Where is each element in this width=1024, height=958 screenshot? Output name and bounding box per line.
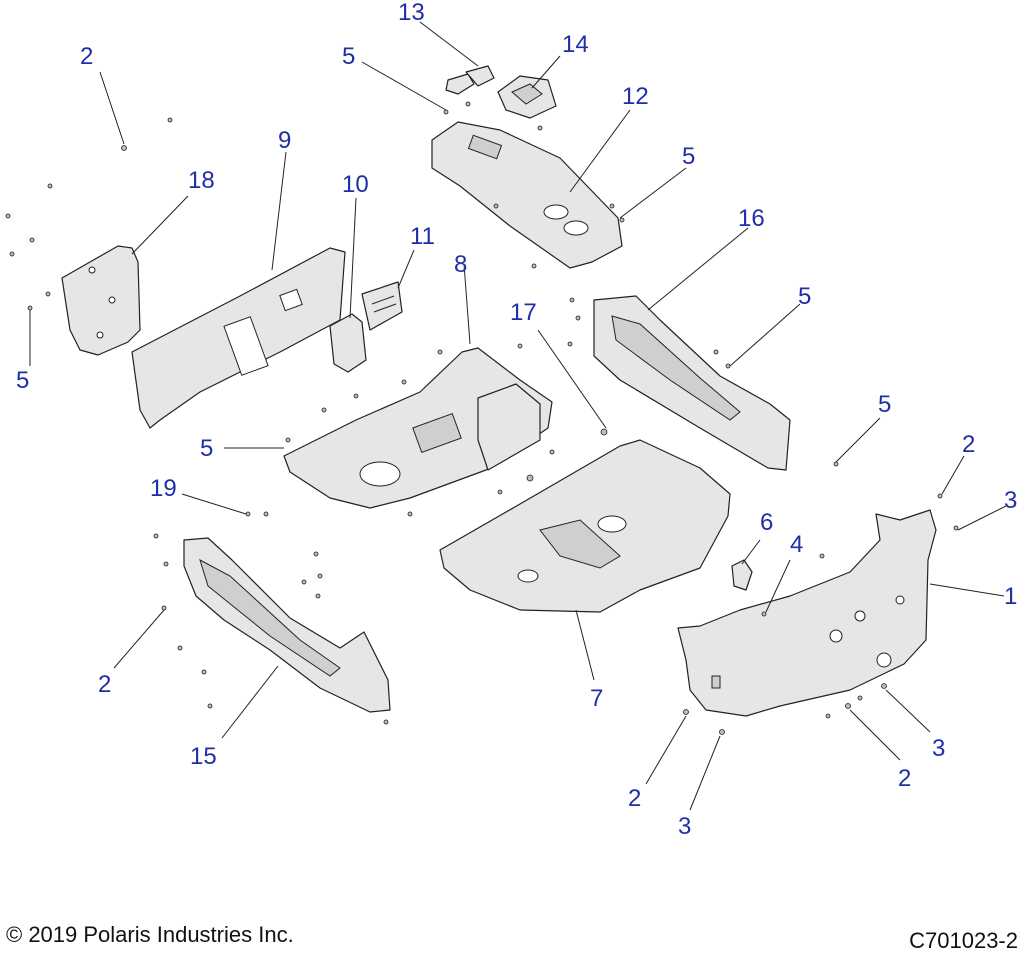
callout-4: 4 [790,531,803,558]
callout-2: 2 [80,43,93,70]
callout-12: 12 [622,83,649,110]
part-13-bezel [445,65,495,95]
part-16-right-rocker-panel [593,295,791,471]
drawing-number: C701023-2 [909,928,1018,953]
callout-5: 5 [200,435,213,462]
part-9-firewall-panel [131,247,346,429]
callout-5: 5 [342,43,355,70]
part-15-left-rocker-panel [183,537,391,713]
callouts: 2 13 14 5 12 9 18 10 5 11 16 8 17 5 5 5 … [16,0,1017,840]
callout-17: 17 [510,299,537,326]
leader-lines [29,21,1007,811]
callout-19: 19 [150,475,177,502]
callout-5: 5 [878,391,891,418]
callout-3: 3 [932,735,945,762]
callout-2: 2 [962,431,975,458]
callout-5: 5 [16,367,29,394]
part-8-floor-tunnel [283,347,553,509]
part-12-center-console [431,121,623,269]
copyright-notice: © 2019 Polaris Industries Inc. [6,922,294,947]
callout-7: 7 [590,685,603,712]
callout-16: 16 [738,205,765,232]
callout-1: 1 [1004,583,1017,610]
callout-2: 2 [898,765,911,792]
part-7-floor-pan [439,439,731,613]
part-6-bracket [731,559,753,591]
callout-2: 2 [628,785,641,812]
callout-13: 13 [398,0,425,26]
callout-14: 14 [562,31,589,58]
fasteners [5,101,959,735]
callout-6: 6 [760,509,773,536]
callout-11: 11 [410,223,435,250]
part-11-access-cover [361,281,403,331]
callout-2: 2 [98,671,111,698]
callout-5: 5 [798,283,811,310]
callout-3: 3 [1004,487,1017,514]
callout-8: 8 [454,251,467,278]
callout-9: 9 [278,127,291,154]
callout-10: 10 [342,171,369,198]
part-1-front-firewall [677,509,937,717]
part-10-access-cover [329,313,367,373]
callout-15: 15 [190,743,217,770]
callout-18: 18 [188,167,215,194]
callout-5: 5 [682,143,695,170]
part-18-heat-shield [61,245,141,356]
part-14-shift-boot [497,75,557,119]
callout-3: 3 [678,813,691,840]
